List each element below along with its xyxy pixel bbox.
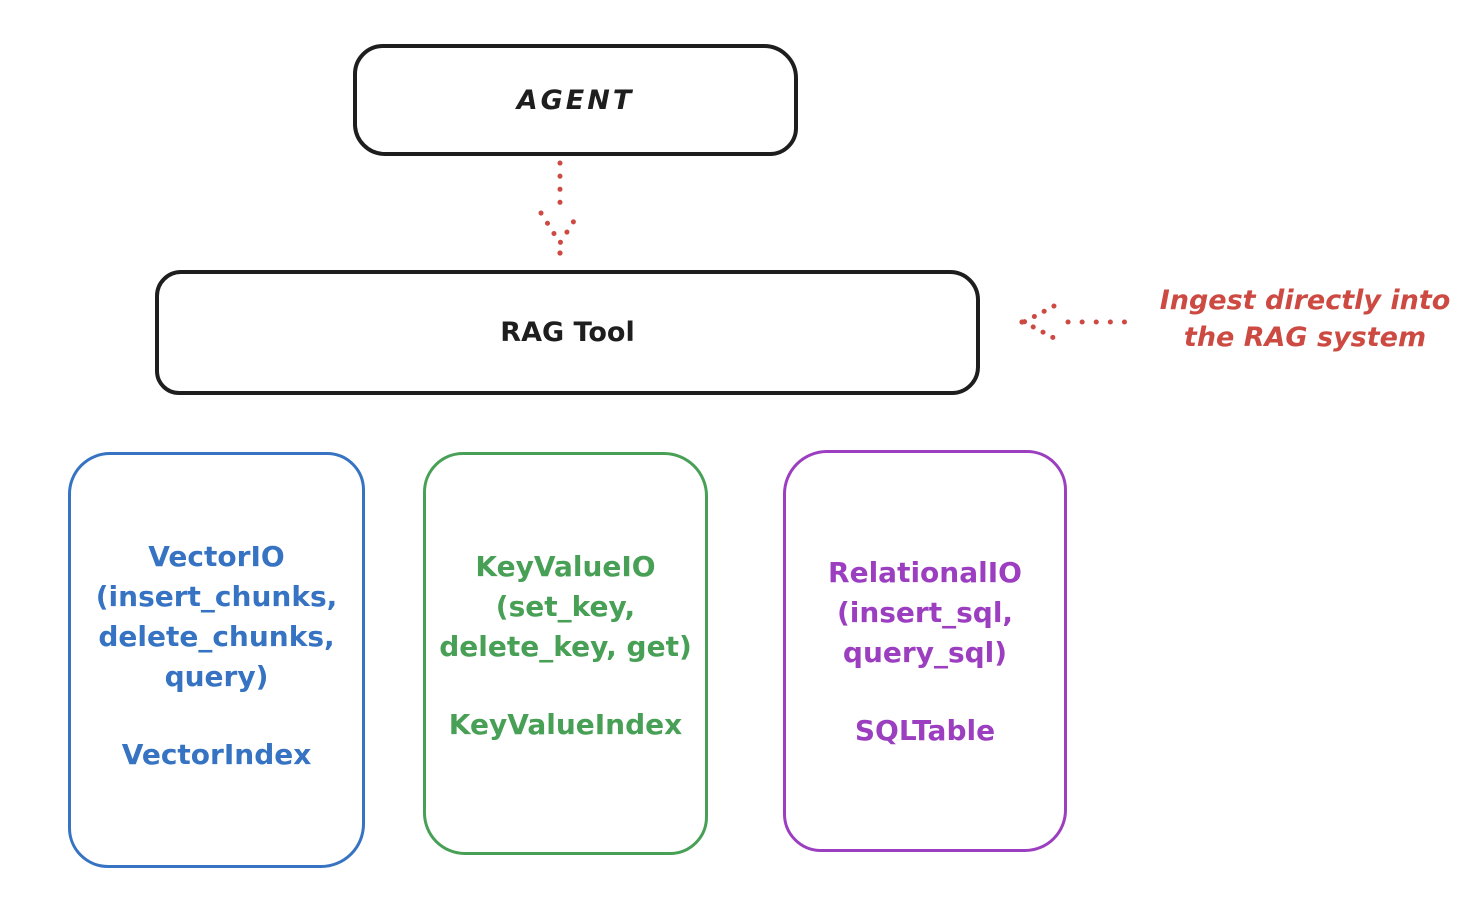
provider-methods-line: delete_chunks, (98, 620, 335, 653)
provider-title: RelationalIO (828, 556, 1022, 589)
keyvalue-io-node: KeyValueIO (set_key, delete_key, get) Ke… (423, 452, 708, 855)
rag-tool-label: RAG Tool (500, 317, 635, 348)
agent-node: AGENT (353, 44, 798, 156)
agent-label: AGENT (516, 84, 635, 116)
provider-index-label: VectorIndex (121, 738, 312, 771)
provider-methods-line: (insert_sql, (836, 596, 1014, 629)
vector-io-node: VectorIO (insert_chunks, delete_chunks, … (68, 452, 365, 868)
relational-io-node: RelationalIO (insert_sql, query_sql) SQL… (783, 450, 1067, 852)
provider-methods-line: query_sql) (842, 636, 1008, 669)
provider-index-label: SQLTable (854, 714, 996, 747)
provider-methods-line: query) (164, 660, 269, 693)
annotation-text: Ingest directly into the RAG system (1140, 282, 1470, 356)
provider-methods-line: delete_key, get) (439, 630, 692, 663)
agent-to-rag-arrow-icon (538, 160, 582, 256)
annotation-arrow-icon (1018, 303, 1141, 341)
provider-methods-line: (set_key, (495, 590, 636, 623)
provider-index-label: KeyValueIndex (448, 708, 683, 741)
provider-title: KeyValueIO (475, 550, 656, 583)
provider-methods-line: (insert_chunks, (95, 580, 338, 613)
annotation-line-1: Ingest directly into (1159, 285, 1451, 316)
rag-tool-node: RAG Tool (155, 270, 980, 395)
provider-title: VectorIO (148, 540, 285, 573)
annotation-line-2: the RAG system (1183, 322, 1427, 353)
